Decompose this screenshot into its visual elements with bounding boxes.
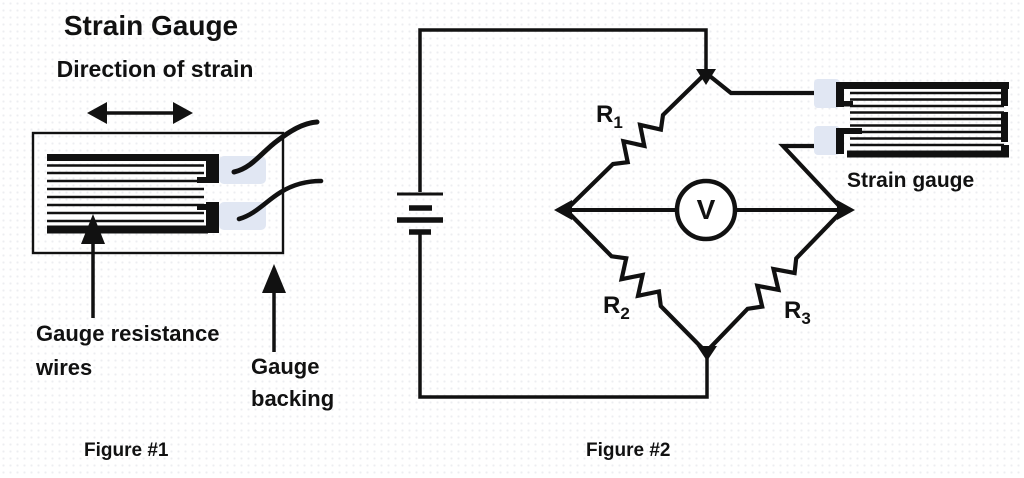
gauge-lead-bottom-wire	[778, 143, 845, 212]
resistor-r1-label: R1	[596, 101, 623, 132]
gauge-backing-outline	[31, 131, 285, 255]
figure1-caption: Figure #1	[84, 440, 169, 461]
resistor-r1-base: R	[596, 101, 614, 128]
resistor-r3-label: R3	[784, 297, 811, 328]
strain-gauge-label: Strain gauge	[847, 169, 975, 192]
resistor-r1-sub: 1	[613, 112, 623, 132]
node-left	[554, 200, 572, 220]
node-bottom	[697, 346, 717, 361]
voltmeter-label: V	[696, 194, 716, 225]
resistor-r2-sub: 2	[620, 303, 630, 323]
resistor-r3-zigzag	[704, 208, 845, 354]
resistor-r3-base: R	[784, 297, 802, 324]
lead-wire-upper	[231, 119, 320, 175]
gauge-backing-label: Gauge backing	[251, 351, 334, 415]
gauge-resistance-wires-line2: wires	[36, 355, 93, 380]
lead-wire-lower	[236, 178, 324, 222]
gauge-foil-pattern-left	[47, 154, 219, 234]
node-top	[696, 69, 716, 85]
direction-of-strain-arrow	[87, 102, 193, 124]
resistor-r2-base: R	[603, 292, 621, 319]
figure2-caption: Figure #2	[586, 440, 671, 461]
battery-symbol	[397, 192, 443, 235]
backing-pointer-arrow	[262, 264, 286, 352]
voltmeter-circle	[674, 178, 738, 242]
resistor-r2-zigzag	[564, 208, 708, 354]
node-right	[837, 200, 855, 220]
supply-rail-bottom	[418, 233, 709, 399]
gauge-resistance-wires-line1: Gauge resistance	[36, 321, 220, 346]
wires-pointer-arrow	[81, 214, 105, 318]
gauge-resistance-wires-label: Gauge resistance wires	[36, 317, 219, 385]
resistor-r1-zigzag	[564, 71, 708, 212]
solder-pad-right-lower	[814, 126, 840, 155]
gauge-lead-top-wire	[704, 71, 842, 96]
gauge-foil-pattern-right	[836, 82, 1009, 158]
gauge-backing-line2: backing	[251, 386, 335, 411]
solder-pad-right-upper	[814, 79, 840, 108]
resistor-r3-sub: 3	[801, 308, 811, 328]
supply-rail-top	[418, 28, 708, 192]
gauge-backing-line1: Gauge	[251, 354, 320, 379]
resistor-r2-label: R2	[603, 292, 630, 323]
figure1-title: Strain Gauge	[63, 10, 239, 41]
direction-of-strain-label: Direction of strain	[56, 56, 254, 82]
